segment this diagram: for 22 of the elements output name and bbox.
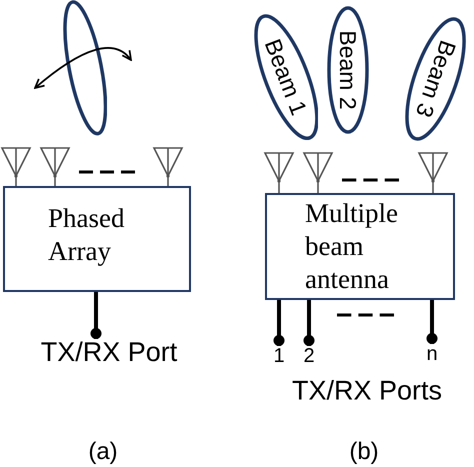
port-line bbox=[274, 300, 284, 346]
beam-label: Beam 3 bbox=[412, 38, 460, 120]
port-line bbox=[304, 300, 314, 346]
block-label: Phased Array bbox=[48, 202, 126, 268]
beam-lobe bbox=[405, 17, 467, 141]
port-label: TX/RX Port bbox=[40, 339, 178, 366]
port-line bbox=[426, 300, 438, 344]
block-label: Multiple beam antenna bbox=[305, 197, 399, 296]
antenna-block bbox=[265, 193, 455, 300]
beam-lobe bbox=[62, 0, 108, 136]
port-label: TX/RX Ports bbox=[292, 376, 442, 406]
port-line bbox=[90, 292, 102, 339]
beam-lobe bbox=[254, 14, 318, 140]
antenna-block bbox=[3, 186, 191, 292]
panel-label: (a) bbox=[88, 438, 118, 466]
port-number: n bbox=[426, 344, 438, 364]
panel-label: (b) bbox=[349, 438, 379, 466]
beam-label: Beam 1 bbox=[260, 36, 312, 118]
beam-lobe bbox=[327, 6, 369, 134]
beam-label: Beam 2 bbox=[336, 30, 360, 110]
port-number: 2 bbox=[303, 346, 315, 366]
port-number: 1 bbox=[273, 346, 285, 366]
